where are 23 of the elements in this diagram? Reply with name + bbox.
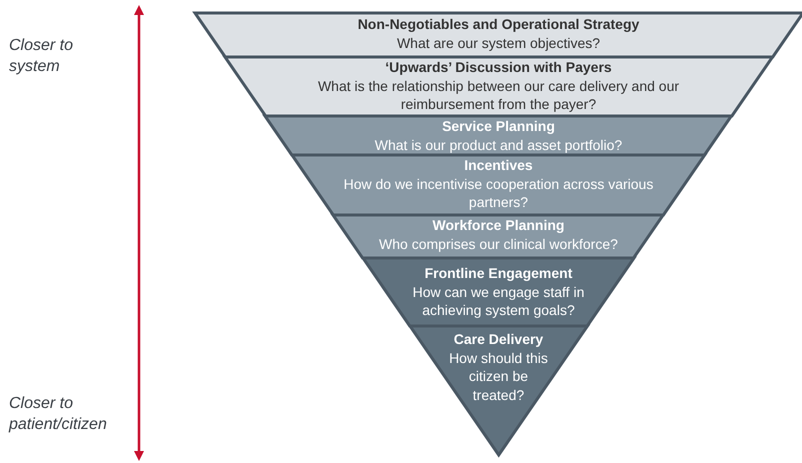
axis-end-label: Closer to patient/citizen [9, 394, 108, 435]
layer-heading: Incentives [464, 156, 533, 174]
layer-heading: Care Delivery [454, 330, 544, 348]
layer-heading: ‘Upwards’ Discussion with Payers [385, 58, 612, 76]
layer-question: What is the relationship between our care delivery and our reimbursement from the payer? [316, 76, 680, 114]
layer-heading: Workforce Planning [432, 216, 564, 234]
pyramid-layer [292, 155, 705, 215]
layer-question: How should this citizen be treated? [448, 348, 549, 404]
pyramid-layer [363, 258, 634, 326]
layer-heading: Non-Negotiables and Operational Strategy [358, 15, 640, 34]
axis-end-label: Closer to system [9, 36, 74, 77]
layer-question: What are our system objectives? [396, 34, 600, 52]
layer-question: How do we incentivise cooperation across various partners? [342, 174, 654, 212]
layer-question: What is our product and asset portfolio? [374, 136, 622, 154]
pyramid-layer [194, 13, 802, 57]
pyramid-layer [224, 57, 772, 116]
pyramid-layer [410, 326, 588, 455]
layer-question: How can we engage staff in achieving system goals? [412, 282, 586, 320]
layer-heading: Service Planning [442, 117, 555, 136]
pyramid-layer [265, 116, 732, 155]
layer-heading: Frontline Engagement [424, 264, 572, 282]
layer-question: Who comprises our clinical workforce? [379, 234, 618, 253]
pyramid-layer [333, 215, 664, 258]
